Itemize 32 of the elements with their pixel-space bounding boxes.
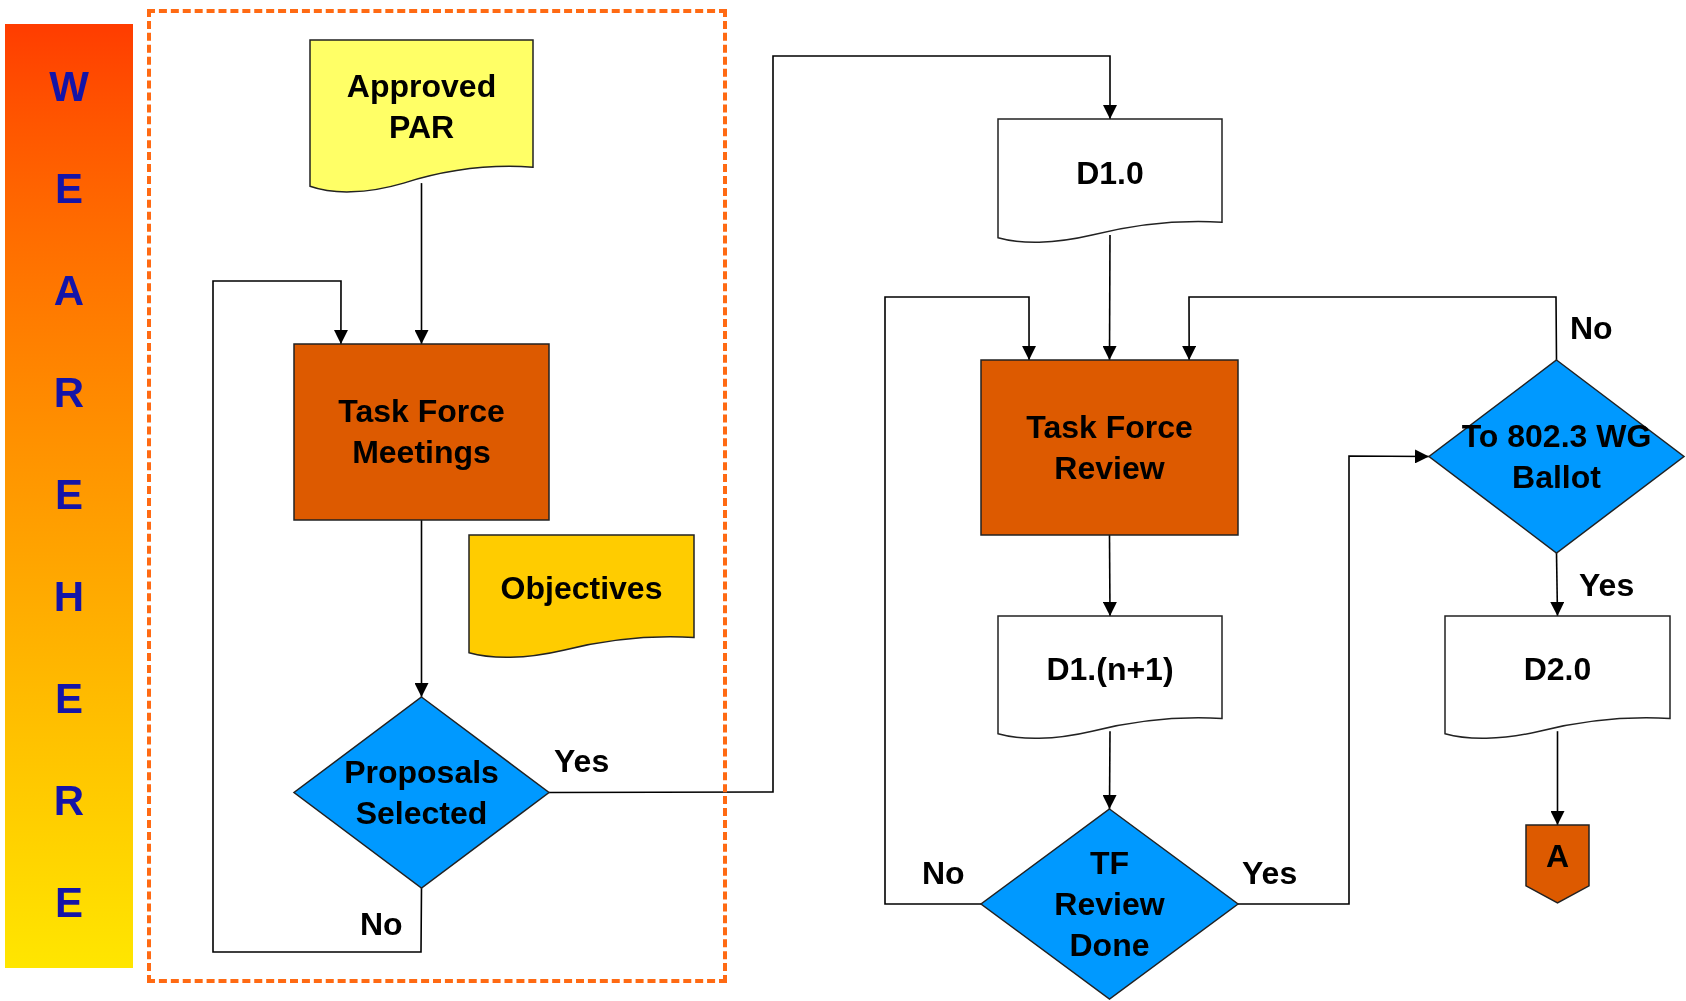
- shape-label: Objectives: [500, 569, 663, 609]
- arrow: [1550, 730, 1565, 826]
- process-box: [294, 344, 549, 520]
- shape-label: To 802.3 WG Ballot: [1461, 416, 1652, 497]
- gradient-bar: [5, 24, 133, 968]
- arrow: [1182, 296, 1558, 361]
- shape-label: Proposals Selected: [343, 752, 500, 833]
- vertical-label: WE ARE HERE: [48, 62, 90, 928]
- decision-diamond: [981, 809, 1238, 999]
- arrow: [548, 55, 1117, 794]
- arrow: [414, 182, 429, 345]
- arrow: [1550, 552, 1565, 617]
- shape-label: Task Force Meetings: [337, 392, 506, 472]
- arrow: [414, 519, 429, 698]
- process-box: [981, 360, 1238, 535]
- offpage-connector: [1526, 825, 1589, 903]
- arrow: [1102, 730, 1117, 810]
- shape-label: TF Review Done: [1053, 843, 1166, 965]
- shape-label: Approved PAR: [345, 66, 498, 147]
- shape-label: D2.0: [1523, 650, 1592, 690]
- decision-diamond: [294, 697, 549, 888]
- shape-label: Task Force Review: [1025, 407, 1194, 488]
- decision-diamond: [1429, 360, 1684, 553]
- shape-label: D1.(n+1): [1046, 650, 1174, 690]
- arrow: [1237, 449, 1430, 905]
- shape-label: A: [1545, 836, 1570, 876]
- arrow: [884, 296, 1037, 905]
- arrow: [1102, 234, 1117, 361]
- arrow: [212, 280, 423, 953]
- arrow: [1102, 534, 1117, 617]
- dashed-region: [147, 9, 727, 983]
- shape-label: D1.0: [1076, 153, 1144, 193]
